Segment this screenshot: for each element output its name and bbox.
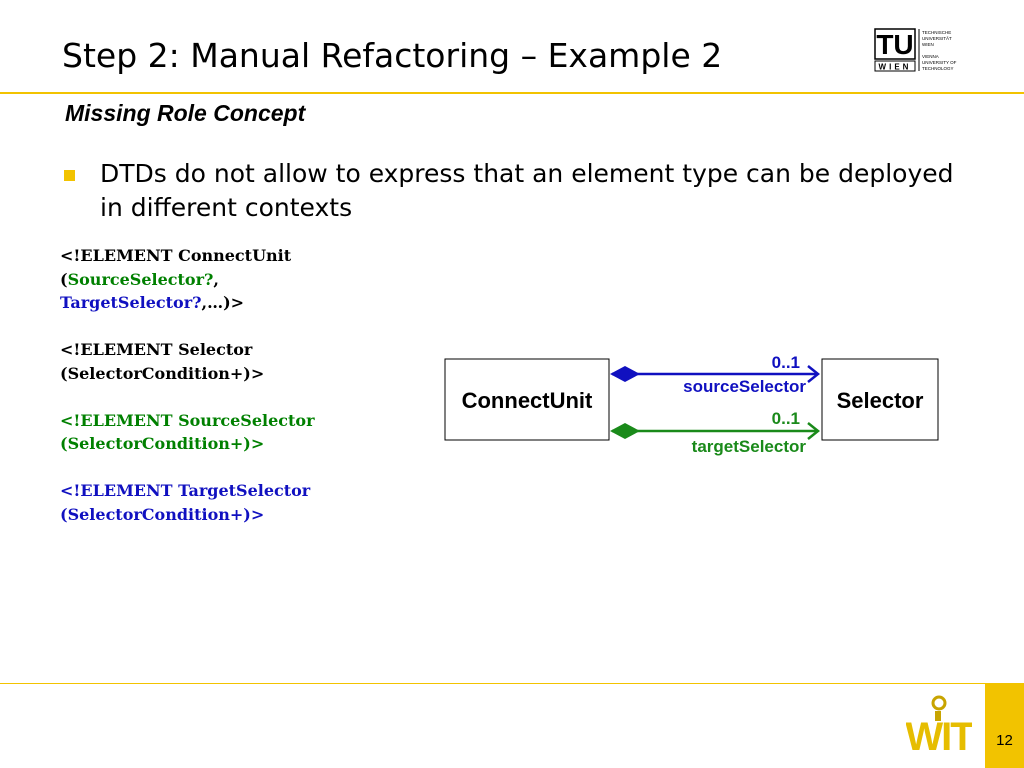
connectunit-class-box	[444, 358, 610, 441]
code-paren: (	[60, 269, 68, 289]
connectunit-class-label: ConnectUnit	[462, 388, 593, 413]
code-line: <!ELEMENT Selector	[60, 340, 253, 359]
target-association: 0..1 targetSelector	[610, 409, 821, 456]
uml-diagram: ConnectUnit Selector 0..1 sourceSelector…	[444, 353, 939, 456]
code-line-source-selector: <!ELEMENT SourceSelector	[60, 410, 315, 430]
code-line-source-selector-content: (SelectorCondition+)>	[60, 434, 265, 453]
tu-logo-text-4: VIENNA	[922, 54, 939, 59]
tu-wien-logo: TU WIEN TECHNISCHE UNIVERSITÄT WIEN VIEN…	[874, 28, 957, 72]
source-multiplicity: 0..1	[772, 353, 800, 372]
page-number: 12	[996, 732, 1013, 749]
composition-diamond-icon	[610, 366, 640, 382]
code-target-selector-ref: TargetSelector?	[60, 293, 202, 312]
tu-logo-letters: TU	[876, 29, 913, 60]
slide-subtitle: Missing Role Concept	[65, 100, 306, 126]
tu-logo-text-2: UNIVERSITÄT	[922, 35, 952, 41]
source-association: 0..1 sourceSelector	[610, 353, 821, 396]
page-number-box	[985, 683, 1024, 768]
bullet-text: DTDs do not allow to express that an ele…	[100, 159, 954, 222]
code-line-target-selector-content: (SelectorCondition+)>	[60, 504, 265, 524]
dtd-code-block: <!ELEMENT ConnectUnit(SourceSelector?,Ta…	[60, 244, 315, 526]
tu-logo-text-6: TECHNOLOGY	[922, 66, 954, 71]
code-source-selector-ref: SourceSelector?	[67, 269, 214, 289]
header-divider	[0, 92, 1024, 94]
target-multiplicity: 0..1	[772, 409, 800, 428]
tu-logo-text-1: TECHNISCHE	[922, 30, 951, 35]
wit-logo-text: WIT	[906, 715, 972, 754]
footer-divider	[0, 683, 1024, 684]
code-comma: ,	[213, 269, 219, 289]
code-line: (SourceSelector?,	[60, 268, 315, 292]
arrowhead-icon	[807, 365, 821, 383]
target-role-label: targetSelector	[692, 437, 807, 456]
tu-logo-wien: WIEN	[879, 63, 912, 72]
code-line: <!ELEMENT ConnectUnit	[60, 246, 292, 265]
selector-class-box	[821, 358, 939, 441]
code-rest: ,…)>	[201, 293, 245, 312]
arrowhead-icon	[807, 422, 821, 440]
selector-class-label: Selector	[837, 388, 924, 413]
code-line-target-selector: <!ELEMENT TargetSelector	[60, 481, 311, 500]
source-role-label: sourceSelector	[683, 377, 806, 396]
wit-logo: WIT	[906, 695, 972, 754]
composition-diamond-icon	[610, 423, 640, 439]
bullet-square-icon	[64, 170, 75, 181]
tu-logo-text-3: WIEN	[922, 42, 934, 47]
code-line: (SelectorCondition+)>	[60, 363, 265, 383]
slide-title: Step 2: Manual Refactoring – Example 2	[62, 36, 723, 75]
tu-logo-text-5: UNIVERSITY OF	[922, 60, 957, 65]
code-line: TargetSelector?,…)>	[60, 291, 315, 315]
